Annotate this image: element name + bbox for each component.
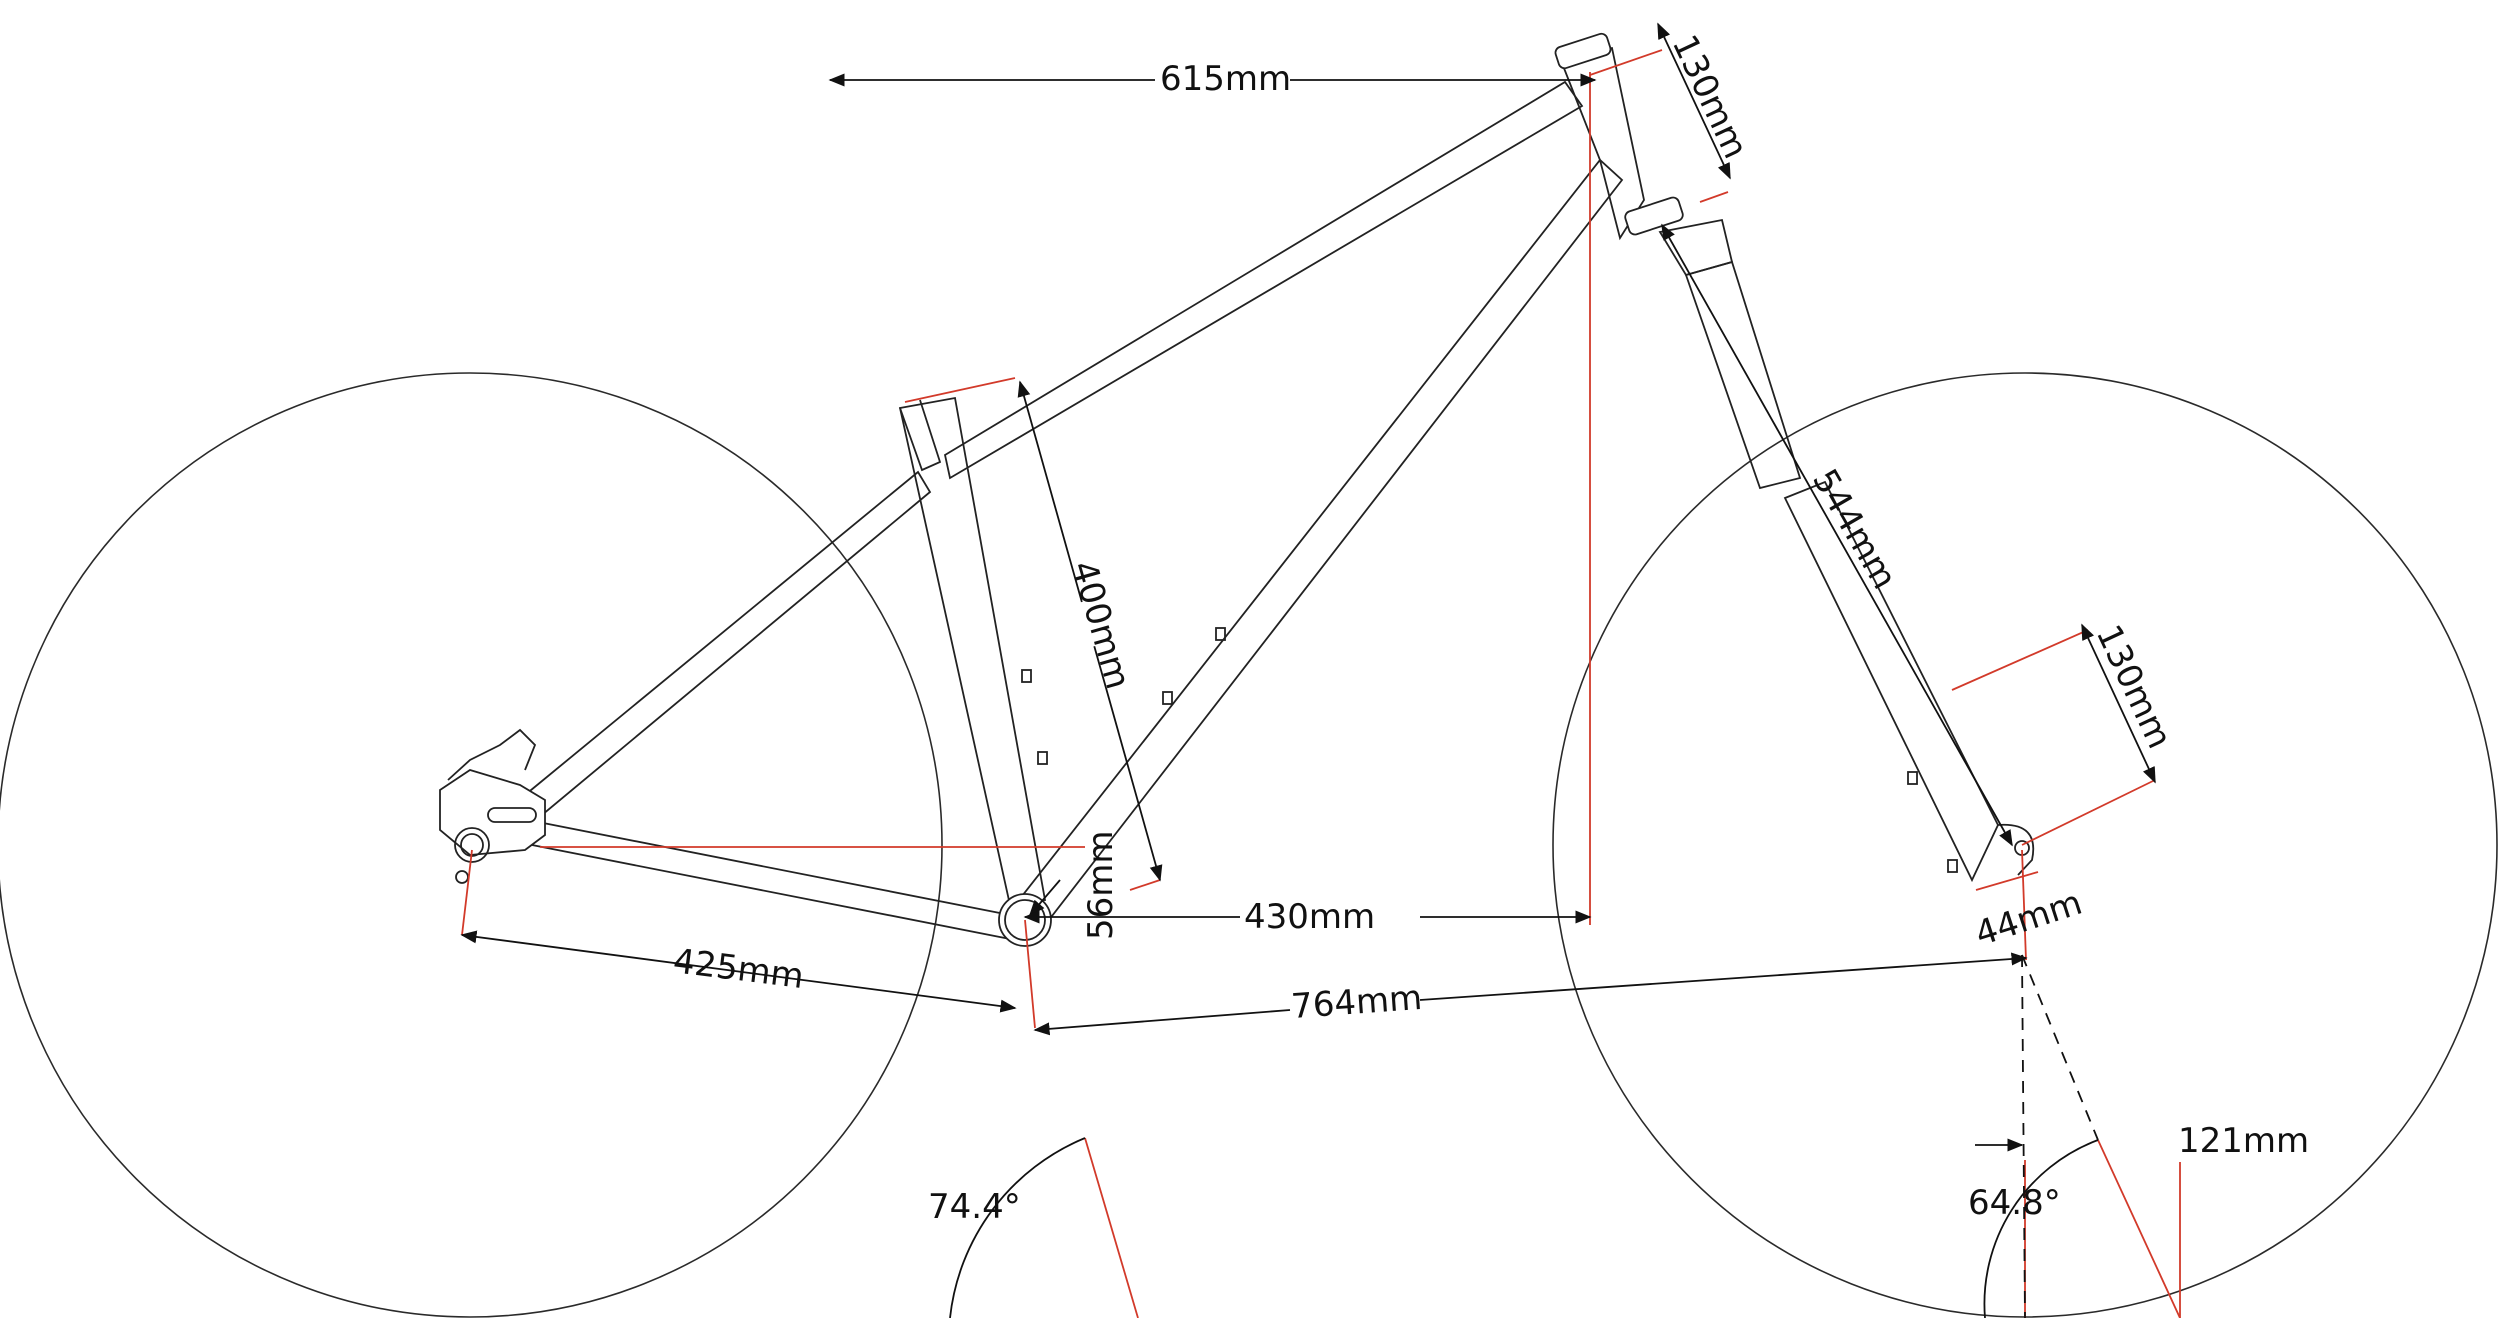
fork-length-label: 544mm [1804, 463, 1904, 597]
stack-front-label: 430mm [1244, 897, 1375, 937]
boss-2 [1037, 751, 1048, 765]
seat-collar [899, 399, 942, 472]
fork-lower [1783, 480, 2000, 883]
rear-axle-outer [454, 827, 490, 863]
wheelbase-label: 764mm [1290, 978, 1424, 1027]
rear-wheel [0, 372, 943, 1318]
head-angle-label: 64.8° [1968, 1183, 2061, 1223]
fork-offset-label: 44mm [1970, 883, 2087, 955]
bottom-bracket-inner [1004, 899, 1046, 941]
down-tube [1013, 158, 1624, 927]
boss-1 [1021, 669, 1032, 683]
headset-bottom [1624, 196, 1684, 236]
fork-boss-1 [1907, 771, 1918, 785]
reference-lines [461, 49, 2181, 1318]
frame [439, 32, 1684, 947]
fork-boss-2 [1947, 859, 1958, 873]
dimension-lines [460, 22, 2156, 1318]
dropout-slot [487, 807, 537, 823]
headset-top [1554, 32, 1612, 70]
bb-drop-label: 56mm [1081, 830, 1121, 940]
rear-dropout [439, 769, 546, 856]
dimension-labels: 615mm 130mm 400mm 544mm 130mm 44mm 56mm … [671, 29, 2309, 1227]
head-tube [1558, 46, 1645, 241]
brake-mount [447, 728, 537, 781]
boss-3 [1162, 691, 1173, 705]
boss-4 [1215, 627, 1226, 641]
reach-label: 615mm [1160, 59, 1291, 99]
seat-tube [898, 396, 1047, 907]
top-tube [943, 80, 1584, 480]
seat-stay [523, 470, 932, 817]
fork-stanchion [1684, 260, 1802, 490]
trail-label: 121mm [2178, 1121, 2309, 1161]
seat-angle-label: 74.4° [928, 1187, 1021, 1227]
derailleur-hanger [455, 870, 469, 884]
head-tube-label: 130mm [1664, 29, 1756, 165]
chainstay-label: 425mm [671, 941, 806, 997]
fork-crown [1658, 218, 1734, 277]
